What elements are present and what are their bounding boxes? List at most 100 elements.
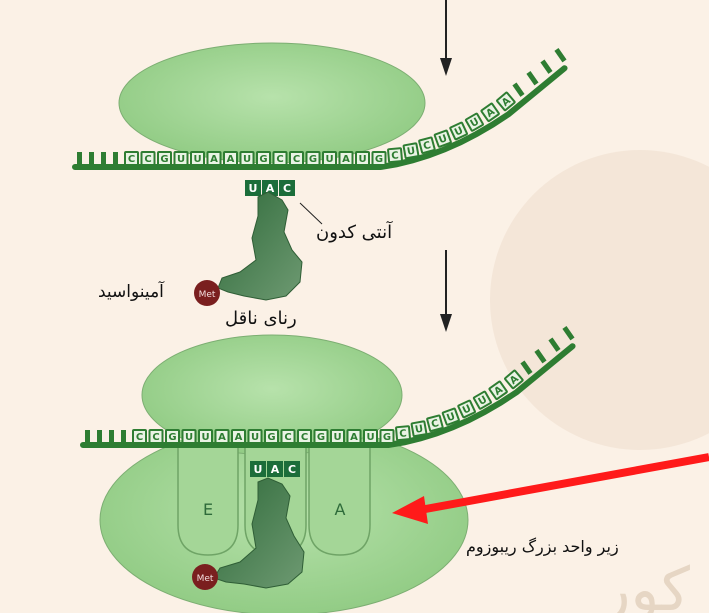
anticodon-letter: C [288, 463, 296, 476]
mrna-base: U [410, 420, 427, 437]
mrna-base: G [306, 151, 321, 166]
svg-text:A: A [235, 432, 243, 443]
mrna-stub [97, 430, 102, 444]
svg-text:C: C [136, 432, 143, 443]
svg-text:A: A [227, 154, 235, 165]
site-e: E [178, 440, 238, 555]
mrna-base: C [395, 425, 411, 441]
mrna-base: U [363, 429, 378, 444]
svg-text:C: C [128, 154, 135, 165]
svg-text:U: U [366, 432, 374, 443]
label-trna: رنای ناقل [225, 308, 297, 329]
svg-text:C: C [152, 432, 159, 443]
mrna-base: G [264, 429, 279, 444]
svg-text:C: C [301, 432, 308, 443]
mrna-stub [121, 430, 126, 444]
svg-text:G: G [375, 154, 383, 165]
mrna-base: G [314, 429, 329, 444]
svg-text:C: C [276, 154, 283, 165]
mrna-stub [554, 48, 566, 62]
mrna-base: G [372, 151, 387, 166]
mrna-stub [109, 430, 114, 444]
svg-text:Met: Met [199, 290, 216, 300]
svg-text:C: C [144, 154, 151, 165]
mrna-base: G [157, 151, 172, 166]
mrna-base: G [380, 429, 395, 444]
mrna-base: U [355, 151, 370, 166]
mrna-base: C [297, 429, 312, 444]
mrna-stub [512, 83, 524, 97]
svg-text:U: U [358, 154, 366, 165]
mrna-base: G [256, 151, 271, 166]
svg-text:U: U [243, 154, 251, 165]
mrna-base: A [231, 429, 246, 444]
svg-text:G: G [309, 154, 317, 165]
svg-text:A: A [210, 154, 218, 165]
mrna-stub [540, 60, 552, 74]
svg-text:G: G [317, 432, 325, 443]
anticodon-letter: A [271, 463, 280, 476]
anticodon-letter: U [254, 463, 263, 476]
mrna-base: U [182, 429, 197, 444]
svg-text:U: U [185, 432, 193, 443]
svg-text:U: U [201, 432, 209, 443]
svg-text:E: E [203, 500, 213, 519]
down-arrow-top [440, 0, 452, 76]
anticodon-letter: U [249, 182, 258, 195]
svg-text:G: G [383, 432, 391, 443]
mrna-base: C [289, 151, 304, 166]
svg-text:Met: Met [197, 574, 214, 584]
mrna-stub [113, 152, 118, 166]
mrna-stub [77, 152, 82, 166]
label-amino-acid: آمینواسید [98, 282, 164, 302]
down-arrow-middle [440, 250, 452, 332]
label-large-subunit: زیر واحد بزرگ ریبوزوم [466, 537, 619, 556]
mrna-base: U [322, 151, 337, 166]
mrna-base: U [402, 142, 419, 159]
svg-text:U: U [177, 154, 185, 165]
svg-text:A: A [342, 154, 350, 165]
mrna-stub [101, 152, 106, 166]
mrna-base: C [124, 151, 139, 166]
svg-text:U: U [193, 154, 201, 165]
label-anticodon: آنتی کدون [316, 222, 392, 243]
mrna-stub [89, 152, 94, 166]
mrna-base: A [215, 429, 230, 444]
mrna-stub [526, 71, 538, 85]
trna-top [218, 192, 302, 300]
svg-text:G: G [168, 432, 176, 443]
mrna-base: A [347, 429, 362, 444]
svg-text:C: C [293, 154, 300, 165]
mrna-base: G [165, 429, 180, 444]
mrna-base: U [190, 151, 205, 166]
mrna-base: A [339, 151, 354, 166]
svg-text:A: A [350, 432, 358, 443]
svg-text:C: C [391, 150, 399, 162]
mrna-base: C [273, 151, 288, 166]
mrna-base: A [223, 151, 238, 166]
mrna-base: U [174, 151, 189, 166]
svg-text:A: A [335, 500, 346, 519]
site-a: A [309, 440, 370, 555]
watermark-text: کور [598, 555, 690, 613]
svg-text:G: G [160, 154, 168, 165]
met-bottom: Met [192, 564, 218, 590]
svg-text:A: A [218, 432, 226, 443]
anticodon-letter: C [283, 182, 291, 195]
mrna-base: C [149, 429, 164, 444]
svg-text:U: U [251, 432, 259, 443]
svg-text:C: C [284, 432, 291, 443]
mrna-base: C [132, 429, 147, 444]
anticodon-pointer [300, 203, 322, 224]
svg-text:C: C [399, 428, 407, 440]
mrna-base: U [198, 429, 213, 444]
mrna-base: C [387, 147, 403, 163]
mrna-base: C [141, 151, 156, 166]
mrna-base: U [240, 151, 255, 166]
mrna-base: A [207, 151, 222, 166]
mrna-base: U [330, 429, 345, 444]
svg-text:G: G [267, 432, 275, 443]
